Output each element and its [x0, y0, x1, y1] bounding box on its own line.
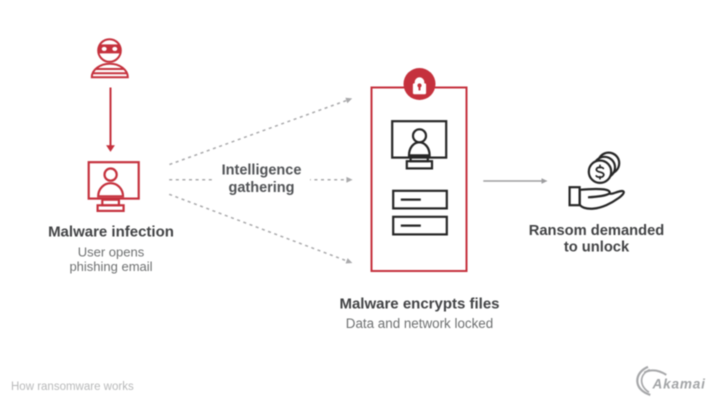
svg-text:gathering: gathering [228, 180, 294, 196]
svg-text:phishing email: phishing email [69, 259, 152, 274]
svg-text:Data and network locked: Data and network locked [346, 316, 493, 331]
svg-text:Ransom demanded: Ransom demanded [529, 223, 664, 239]
svg-text:to unlock: to unlock [564, 240, 630, 256]
svg-text:Intelligence: Intelligence [222, 163, 302, 179]
svg-text:Malware encrypts files: Malware encrypts files [339, 296, 499, 313]
svg-text:How ransomware works: How ransomware works [11, 381, 134, 393]
svg-text:User opens: User opens [78, 244, 145, 259]
svg-text:Malware infection: Malware infection [48, 224, 174, 241]
svg-text:Akamai: Akamai [652, 377, 707, 392]
